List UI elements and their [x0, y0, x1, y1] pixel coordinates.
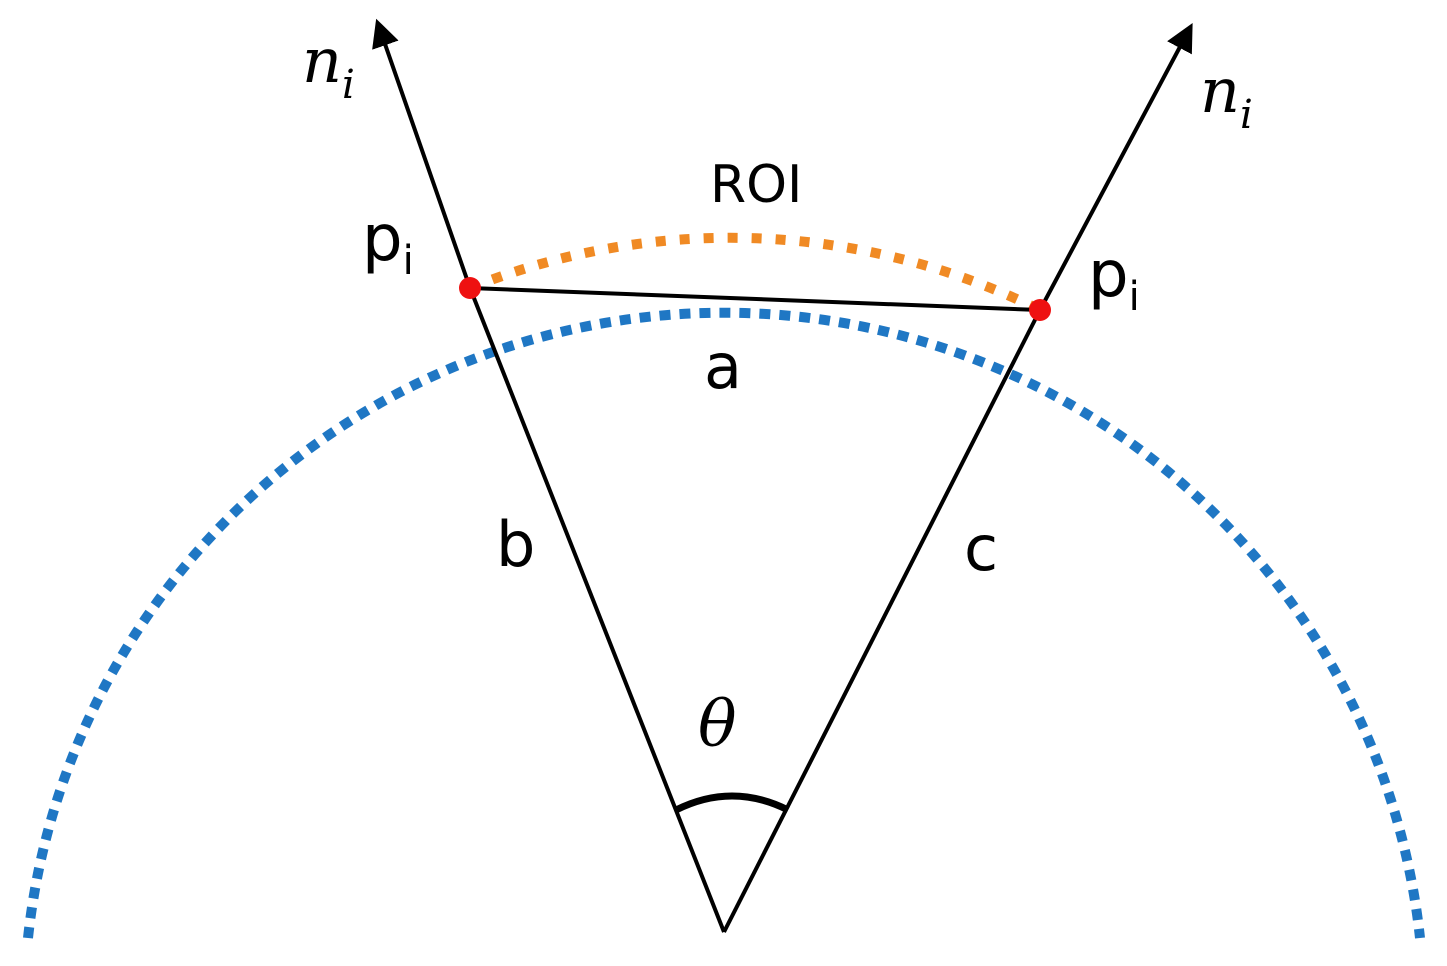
side-c-label: c — [964, 512, 998, 585]
point-left-label: pi — [362, 202, 414, 284]
roi-label: ROI — [710, 155, 802, 215]
angle-label: θ — [698, 688, 737, 762]
angle-arc — [674, 792, 790, 814]
point-right-label: pi — [1088, 238, 1140, 320]
side-a-line — [469, 286, 1041, 312]
normal-right-label: ni — [1200, 54, 1253, 138]
dotted-circle-arc — [23, 307, 1425, 939]
side-a-label: a — [704, 330, 742, 403]
normal-right-arrow — [1038, 23, 1193, 311]
side-b-line — [468, 287, 726, 933]
roi-arc-overlay — [468, 232, 1043, 315]
normal-left-arrow — [372, 18, 472, 289]
side-c-line — [722, 309, 1042, 933]
side-b-label: b — [496, 508, 535, 581]
point-left — [459, 277, 481, 299]
point-right — [1029, 299, 1051, 321]
normal-left-label: ni — [302, 24, 355, 108]
